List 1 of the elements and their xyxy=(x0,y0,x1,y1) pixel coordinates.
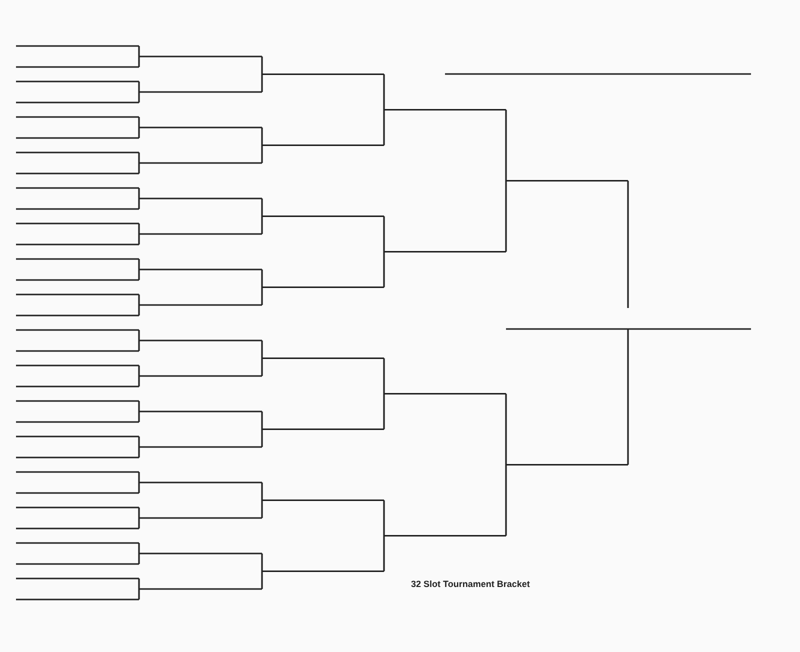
bracket-title: 32 Slot Tournament Bracket xyxy=(411,579,530,589)
